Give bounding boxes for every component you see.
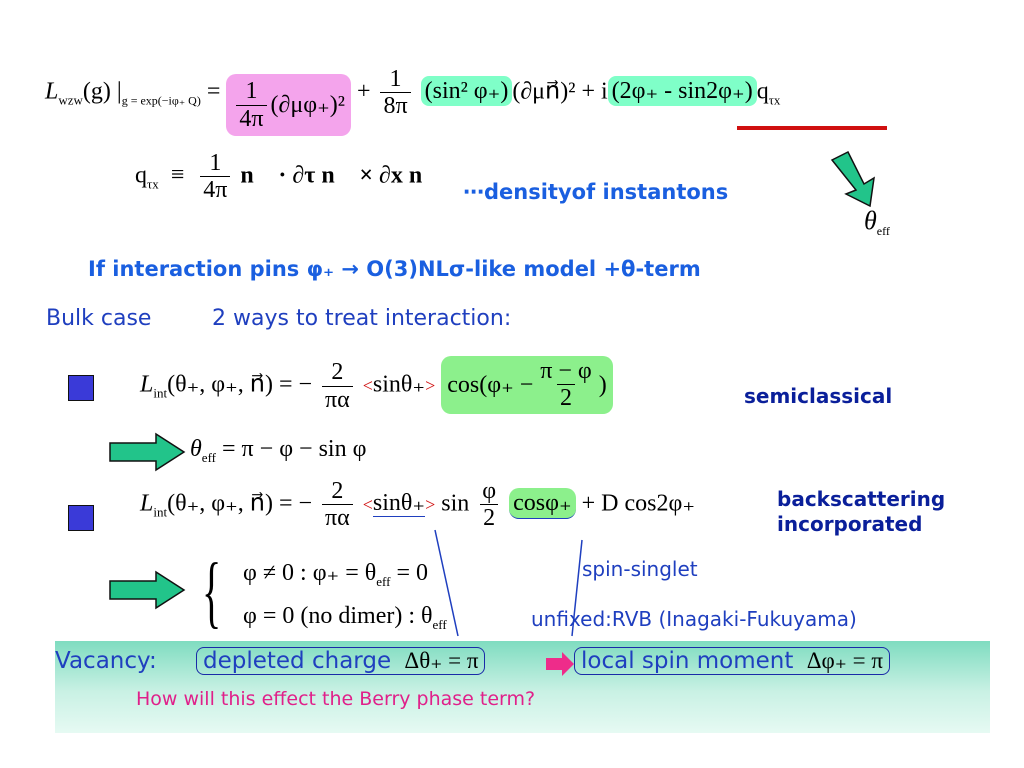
backscattering-label: backscattering incorporated [777,487,946,536]
eq1-q: q [756,78,769,105]
eq1-L: L [45,78,59,105]
pins-statement: If interaction pins φ₊ → O(3)NLσ-like mo… [88,257,701,281]
eq1-equals: = [206,78,221,105]
eq1-f2-den: 8π [380,92,411,119]
eq1-L-sub: wzw [58,92,83,108]
eq1-green-term: (sin² φ₊) [420,76,513,107]
case-no-dimer: φ = 0 (no dimer) : θeff [243,603,447,632]
down-arrow-icon [830,150,875,208]
semiclassical-label: semiclassical [744,384,893,408]
eq1-term2b: (∂μn⃗)² [512,78,576,105]
eq1-f1-num: 1 [245,78,258,105]
bullet-square [68,505,94,531]
eq1-f1-den: 4π [236,104,267,132]
local-spin-box: local spin moment Δφ₊ = π [574,647,890,675]
berry-phase-question: How will this effect the Berry phase ter… [136,688,536,710]
eq1-plus: + [356,78,371,105]
two-ways-label: 2 ways to treat interaction: [212,306,512,331]
eq1-term1: (∂μφ₊)² [270,92,345,119]
density-of-instantons-label: ⋯densityof instantons [463,180,729,204]
eq1-topological-term: (2φ₊ - sin2φ₊) [607,76,757,107]
unfixed-rvb-label: unfixed:RVB (Inagaki-Fukuyama) [531,607,857,631]
eq1-arg: (g) | [82,78,122,105]
arrow-right-pink-icon [546,652,574,676]
eq1-plus-i: + i [581,78,608,105]
theta-eff-semiclassical-equation: θeff = π − φ − sin φ [190,436,367,465]
bullet-square [68,375,94,401]
bulk-case-label: Bulk case [46,306,152,331]
spin-singlet-label: spin-singlet [582,557,698,581]
vacancy-label: Vacancy: [55,648,157,674]
case-dimer: φ ≠ 0 : φ₊ = θeff = 0 [243,560,428,589]
vacancy-panel [55,641,990,733]
eq1-cond: g = exp(−iφ₊ Q) [121,93,201,108]
depleted-charge-box: depleted charge Δθ₊ = π [196,647,486,675]
right-arrow-icon [109,432,186,472]
eq1-f2-num: 1 [389,66,402,92]
theta-eff-label: θeff [864,206,890,238]
brace: { [202,546,222,636]
red-underline [737,126,887,130]
eq1-q-sub: τx [768,92,781,108]
right-arrow-icon [109,570,186,610]
